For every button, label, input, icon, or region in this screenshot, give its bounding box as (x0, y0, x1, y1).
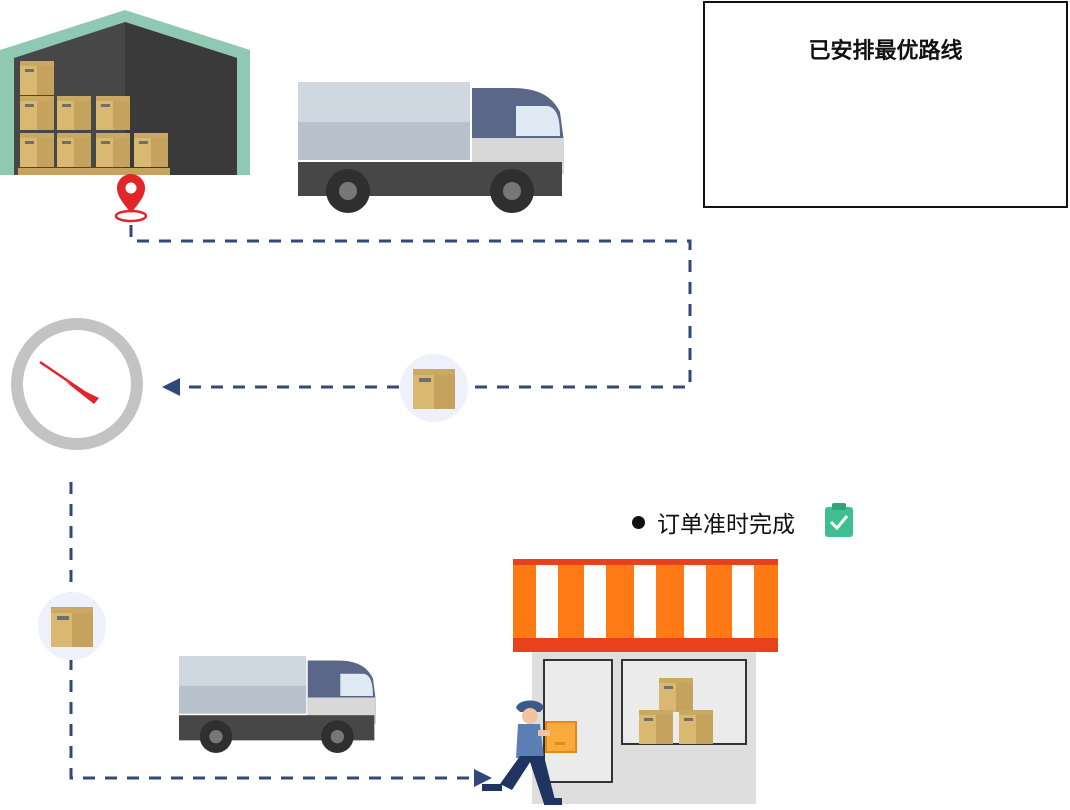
package-icon (38, 592, 106, 660)
package-icon (400, 354, 468, 422)
route-segment-warehouse-to-right (129, 225, 692, 389)
route-arrowhead-right (474, 769, 492, 787)
status-bullet (632, 515, 645, 529)
clipboard-check-icon (825, 503, 853, 537)
route-segment-clock-to-shop (69, 482, 472, 780)
order-status: 订单准时完成 (632, 506, 795, 538)
courier-icon (482, 700, 577, 805)
shop-icon (513, 559, 778, 804)
truck-icon (298, 82, 564, 213)
route-panel-title: 已安排最优路线 (808, 39, 963, 64)
clock-icon (11, 318, 143, 450)
route-arrowhead-left (162, 378, 180, 396)
status-text: 订单准时完成 (657, 512, 795, 538)
warehouse-icon (0, 10, 250, 175)
truck-icon (179, 656, 376, 753)
delivery-route (69, 225, 692, 780)
location-pin-icon (114, 174, 148, 223)
optimal-route-panel: 已安排最优路线 (703, 1, 1068, 208)
